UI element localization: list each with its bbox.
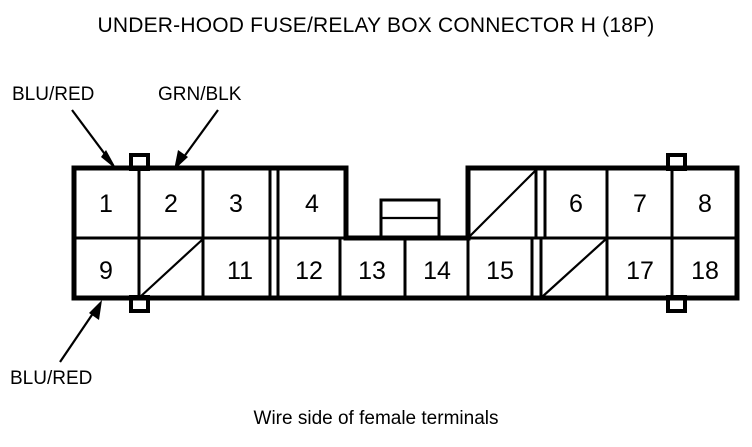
pin-number-12: 12: [295, 257, 323, 285]
wire-label-blu-red-bottom: BLU/RED: [10, 368, 92, 389]
center-keying-tab: [379, 198, 441, 240]
pin-number-17: 17: [626, 257, 654, 285]
pin-number-14: 14: [423, 257, 451, 285]
top-row-dividers: [137, 168, 674, 238]
pin-number-3: 3: [229, 190, 243, 218]
pin-number-18: 18: [691, 257, 719, 285]
leader-blu-red-top: [71, 109, 117, 170]
blank-cell-slash-pin16: [541, 238, 607, 298]
pin-number-11: 11: [227, 257, 253, 285]
connector-outer-outline: [71, 165, 740, 301]
pin-number-1: 1: [99, 190, 113, 218]
wire-label-blu-red-top: BLU/RED: [12, 84, 94, 105]
pin-number-4: 4: [305, 190, 319, 218]
pin-number-13: 13: [358, 257, 386, 285]
leader-blu-red-bottom: [59, 300, 102, 363]
bottom-row-dividers: [137, 238, 674, 298]
diagram-caption: Wire side of female terminals: [254, 408, 499, 429]
pin-number-9: 9: [99, 257, 113, 285]
pin-number-8: 8: [698, 190, 712, 218]
leader-grn-blk: [174, 109, 219, 170]
wire-label-grn-blk: GRN/BLK: [158, 84, 242, 105]
pin-number-6: 6: [569, 190, 583, 218]
pin-number-2: 2: [164, 190, 178, 218]
blank-cell-slash-pin10: [139, 238, 204, 298]
diagram-title: UNDER-HOOD FUSE/RELAY BOX CONNECTOR H (1…: [97, 14, 654, 37]
pin-number-15: 15: [486, 257, 514, 285]
blank-cell-slash-pin5: [467, 169, 537, 239]
pin-number-7: 7: [633, 190, 647, 218]
